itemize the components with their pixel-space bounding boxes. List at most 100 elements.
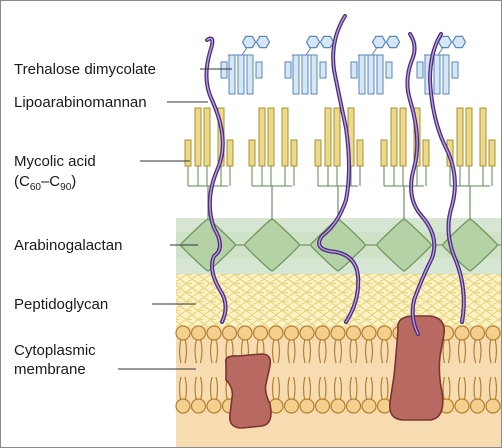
lipid-tail: [209, 338, 213, 364]
lipid-tail: [333, 338, 337, 364]
lipid-head: [206, 325, 222, 341]
lipid-tail: [178, 338, 182, 364]
label-lipoarabinomannan: Lipoarabinomannan: [14, 94, 147, 111]
mycolic-bar: [324, 107, 332, 167]
trehalose-bar: [451, 61, 459, 79]
trehalose-bar: [350, 61, 358, 79]
label-cytoplasmic: Cytoplasmic: [14, 342, 96, 359]
lipid-tail: [292, 338, 296, 364]
lipid-tail: [287, 338, 291, 364]
lipid-tail: [194, 338, 198, 364]
trehalose-sugar-ring: [385, 35, 401, 49]
mycolic-bar: [203, 107, 211, 167]
lipid-tail: [488, 338, 492, 364]
trehalose-sugar-ring: [371, 35, 387, 49]
lipid-tail: [473, 338, 477, 364]
mycolic-bar: [380, 139, 388, 167]
membrane-band: [176, 327, 502, 448]
membrane-protein: [224, 353, 272, 429]
trehalose-bar: [292, 54, 300, 95]
lipid-tail: [447, 338, 451, 364]
label-arabinogalactan: Arabinogalactan: [14, 237, 122, 254]
lipid-tail: [478, 338, 482, 364]
trehalose-bar: [358, 54, 366, 95]
lipid-head: [469, 325, 486, 341]
label-membrane: membrane: [14, 361, 86, 378]
lipid-head: [485, 398, 501, 414]
mycolic-bar: [390, 107, 398, 167]
lipid-tail: [215, 338, 219, 364]
lipid-head: [252, 325, 269, 341]
mycolic-acid-units: [184, 107, 496, 219]
mycolic-bar: [456, 107, 464, 167]
lipid-tail: [271, 338, 275, 364]
trehalose-bar: [246, 54, 254, 95]
lipid-tail: [457, 338, 461, 364]
trehalose-bar: [442, 54, 450, 95]
lipid-head: [221, 325, 238, 341]
lipid-head: [175, 398, 191, 414]
mycolic-bar: [184, 139, 192, 167]
lipid-tail: [323, 338, 327, 364]
lipid-tail: [354, 338, 358, 364]
trehalose-bar: [228, 54, 236, 95]
mycolic-bar: [488, 139, 496, 167]
lipid-head: [345, 325, 362, 341]
mycolic-bar: [314, 139, 322, 167]
lipid-head: [345, 398, 362, 414]
trehalose-bar: [220, 61, 228, 79]
label-mycolic-acid: Mycolic acid: [14, 153, 96, 170]
lipid-tail: [370, 338, 374, 364]
mycolic-bar: [267, 107, 275, 167]
trehalose-sugar-ring: [319, 35, 335, 49]
lipid-head: [190, 398, 207, 414]
membrane-protein: [388, 315, 446, 421]
trehalose-bar: [255, 61, 263, 79]
lipid-tail: [463, 338, 467, 364]
arabinogalactan-diamond: [180, 218, 236, 272]
lipid-head: [454, 325, 470, 341]
trehalose-bar: [301, 54, 309, 95]
leader-lines: [118, 68, 232, 370]
trehalose-bar: [376, 54, 384, 95]
trehalose-sugar-ring: [305, 35, 321, 49]
lipid-head: [376, 325, 393, 341]
arabinogalactan-diamond: [244, 218, 300, 272]
lipid-head: [485, 325, 501, 341]
lipid-tail: [494, 338, 498, 364]
trehalose-bar: [385, 61, 393, 79]
arabinogalactan-diamond: [376, 218, 432, 272]
lipoarabinomannan-strands: [204, 14, 466, 336]
mycolic-bar: [290, 139, 298, 167]
trehalose-sugar-ring: [241, 35, 257, 49]
lipid-tail: [318, 338, 322, 364]
membrane-proteins: [224, 315, 446, 429]
lipid-tail: [339, 338, 343, 364]
trehalose-bar: [237, 54, 245, 95]
trehalose-bar: [284, 61, 292, 79]
label-peptidoglycan: Peptidoglycan: [14, 296, 108, 313]
lipid-head: [330, 398, 346, 414]
trehalose-bar: [367, 54, 375, 95]
lipoarabinomannan-strand-core: [406, 33, 435, 335]
lipid-tail: [442, 338, 446, 364]
mycolic-bar: [248, 139, 256, 167]
lipid-head: [361, 325, 377, 341]
lipid-head: [361, 398, 377, 414]
lipid-tail: [199, 338, 203, 364]
lipid-head: [206, 398, 222, 414]
lipid-head: [299, 325, 315, 341]
mycolic-bar: [226, 139, 234, 167]
lipid-head: [299, 398, 315, 414]
lipid-tail: [364, 338, 368, 364]
lipid-tail: [277, 338, 281, 364]
lipoarabinomannan-strand-core: [205, 37, 227, 323]
label-trehalose-dimycolate: Trehalose dimycolate: [14, 61, 156, 78]
lipid-head: [469, 398, 486, 414]
lipid-tail: [302, 338, 306, 364]
mycolic-bar: [281, 107, 289, 167]
lipid-head: [283, 325, 300, 341]
lipid-tail: [184, 338, 188, 364]
